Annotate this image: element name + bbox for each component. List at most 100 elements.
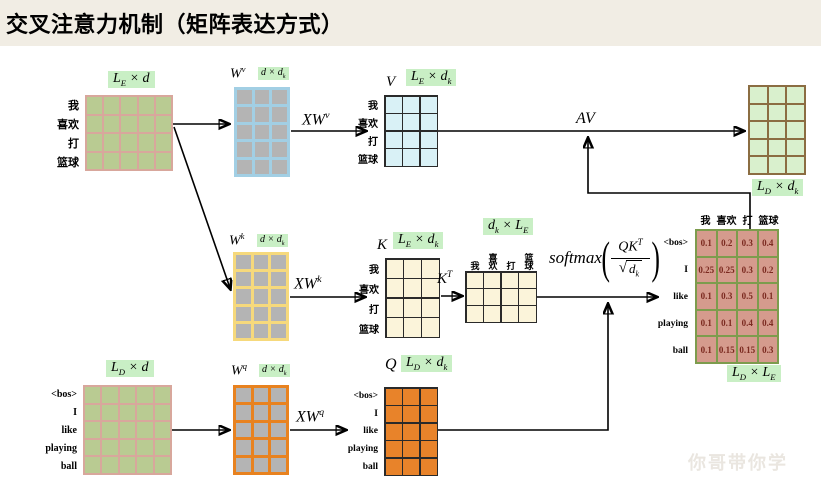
attention-row-label: playing: [657, 318, 688, 329]
matrix-cell: [750, 139, 767, 156]
formula-numerator: QKT: [611, 237, 650, 259]
matrix-cell: [750, 104, 767, 121]
matrix-cell: [404, 259, 421, 278]
matrix-cell: [87, 97, 103, 114]
arrow-label-xwk: XWk: [294, 274, 322, 293]
matrix-cell: [102, 457, 118, 473]
kt-token-header: 打: [505, 261, 516, 269]
matrix-cell: [85, 439, 101, 456]
matrix-cell: [385, 114, 402, 131]
encoder-token-label: 篮球: [57, 156, 79, 169]
matrix-cell: [385, 96, 402, 113]
v-token-labels: 我喜欢打篮球: [344, 95, 382, 167]
matrix-cell: [102, 439, 118, 456]
matrix-cell: [787, 157, 804, 173]
matrix-cell: [420, 441, 437, 457]
matrix-cell: [119, 422, 136, 438]
matrix-cell: [271, 289, 286, 304]
matrix-cell: [154, 404, 170, 421]
attention-value-cell: 0.4: [738, 310, 757, 336]
decoder-token-label: <bos>: [51, 388, 77, 400]
matrix-cell: [237, 90, 252, 105]
v-token-label: 篮球: [358, 154, 378, 166]
wq-weight-matrix: [233, 385, 289, 475]
matrix-cell: [85, 457, 101, 473]
matrix-cell: [237, 107, 252, 122]
matrix-cell: [404, 298, 421, 317]
v-token-label: 打: [368, 136, 378, 148]
k-matrix-name: K: [377, 237, 388, 253]
matrix-cell: [102, 422, 118, 438]
title-bar: 交叉注意力机制（矩阵表达方式）: [0, 0, 821, 46]
sqrt-radicand: dk: [626, 259, 643, 278]
wk-matrix-name: Wk: [229, 231, 245, 249]
decoder-input-matrix: [83, 385, 172, 475]
q-token-label: ball: [362, 462, 378, 473]
arrow-enc-to-wk: [173, 126, 230, 288]
matrix-cell: [272, 124, 287, 140]
k-token-labels: 我喜欢打篮球: [345, 258, 383, 338]
k-matrix: [385, 258, 440, 338]
matrix-cell: [138, 134, 154, 151]
sqrt-radical: √: [618, 259, 628, 276]
attention-value-cell: 0.1: [697, 337, 716, 362]
matrix-cell: [420, 388, 437, 405]
matrix-cell: [236, 440, 251, 455]
dim-label-wq: d × dk: [259, 364, 290, 378]
matrix-cell: [404, 279, 421, 298]
matrix-cell: [466, 289, 483, 305]
dim-label-kt: dk × LE: [483, 218, 534, 236]
matrix-cell: [155, 97, 171, 114]
attention-row-label: <bos>: [663, 237, 688, 248]
matrix-cell: [385, 441, 402, 457]
attention-row-label: ball: [672, 345, 688, 356]
matrix-cell: [236, 289, 251, 304]
connector-q-to-softmax: [438, 305, 608, 431]
matrix-cell: [236, 388, 251, 403]
matrix-cell: [104, 97, 120, 114]
matrix-cell: [271, 306, 286, 321]
attention-value-cell: 0.3: [717, 284, 736, 309]
matrix-cell: [119, 404, 136, 421]
dim-label-q: LD × dk: [401, 355, 453, 373]
encoder-token-label: 喜欢: [57, 118, 79, 131]
matrix-cell: [768, 157, 786, 173]
matrix-cell: [466, 306, 483, 322]
attention-value-cell: 0.1: [758, 284, 777, 309]
matrix-cell: [519, 289, 536, 305]
matrix-cell: [787, 139, 804, 156]
matrix-cell: [138, 97, 154, 114]
arrow-label-xwv: XWv: [302, 110, 330, 129]
matrix-cell: [119, 439, 136, 456]
attention-value-cell: 0.1: [697, 231, 716, 256]
matrix-cell: [750, 87, 767, 103]
matrix-cell: [501, 306, 518, 322]
kt-token-header: 喜欢: [487, 253, 498, 269]
softmax-formula: softmax ( QKT √ dk ): [549, 234, 660, 280]
matrix-cell: [155, 115, 171, 132]
matrix-cell: [104, 134, 120, 151]
matrix-cell: [385, 149, 402, 166]
matrix-cell: [403, 114, 419, 131]
matrix-cell: [403, 149, 419, 166]
matrix-cell: [404, 318, 421, 337]
matrix-cell: [787, 87, 804, 103]
matrix-cell: [254, 142, 270, 157]
matrix-cell: [236, 306, 251, 321]
matrix-cell: [403, 406, 419, 422]
matrix-cell: [253, 388, 269, 403]
matrix-cell: [403, 388, 419, 405]
matrix-cell: [501, 272, 518, 288]
matrix-cell: [272, 159, 287, 174]
formula-denominator: √ dk: [618, 259, 643, 278]
matrix-cell: [420, 406, 437, 422]
attention-value-cell: 0.5: [738, 284, 757, 309]
attention-value-cell: 0.15: [738, 337, 757, 362]
v-token-label: 喜欢: [358, 118, 378, 130]
matrix-cell: [121, 97, 137, 114]
matrix-cell: [253, 272, 269, 287]
attention-value-cell: 0.1: [697, 310, 716, 336]
matrix-cell: [104, 152, 120, 169]
